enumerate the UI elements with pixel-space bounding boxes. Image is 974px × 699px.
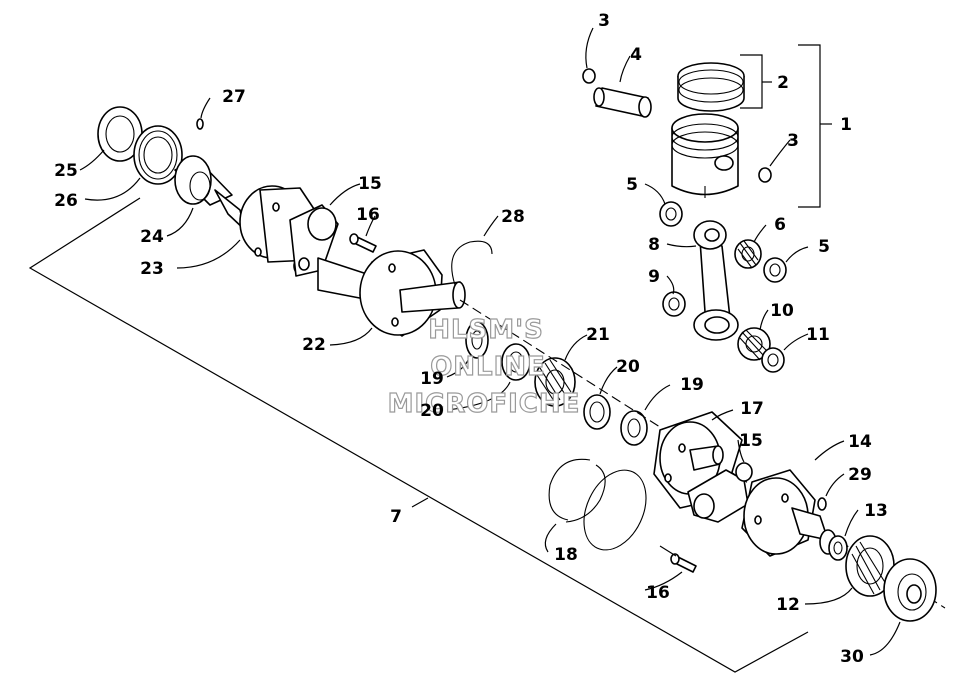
callout-11: 11 xyxy=(806,325,830,345)
callout-17: 17 xyxy=(740,399,764,419)
big-end-bearing xyxy=(737,327,771,361)
washer-20b xyxy=(583,394,611,430)
small-end-bearing xyxy=(734,239,762,269)
oil-seal-25 xyxy=(97,106,143,162)
key-29 xyxy=(817,497,827,511)
callout-29: 29 xyxy=(848,465,872,485)
callout-28: 28 xyxy=(501,207,525,227)
washer-19b xyxy=(620,410,648,446)
crank-web-15a xyxy=(289,204,339,277)
washer-13 xyxy=(828,535,848,561)
callout-7: 7 xyxy=(390,507,402,527)
callout-21: 21 xyxy=(586,325,610,345)
screw-16b xyxy=(659,545,697,573)
callout-4: 4 xyxy=(630,45,642,65)
callout-19-right: 19 xyxy=(680,375,704,395)
callout-18: 18 xyxy=(554,545,578,565)
callout-2: 2 xyxy=(777,73,789,93)
crank-end-24 xyxy=(174,118,233,206)
callout-12: 12 xyxy=(776,595,800,615)
flywheel-22 xyxy=(317,249,466,337)
washer-20a xyxy=(501,343,531,381)
callout-3-top: 3 xyxy=(598,11,610,31)
pin-circlips xyxy=(582,68,772,183)
callout-10: 10 xyxy=(770,301,794,321)
callout-30: 30 xyxy=(840,647,864,667)
callout-14: 14 xyxy=(848,432,872,452)
bearing-12 xyxy=(845,535,895,597)
piston-pin xyxy=(593,87,652,118)
callout-25: 25 xyxy=(54,161,78,181)
piston-group-brackets xyxy=(740,44,832,208)
watermark: HLSM'S ONLINE MICROFICHE xyxy=(387,314,581,419)
ring-18 xyxy=(548,458,647,551)
screw-16a xyxy=(349,233,377,253)
callout-16-top: 16 xyxy=(356,205,380,225)
callout-9: 9 xyxy=(648,267,660,287)
callout-22: 22 xyxy=(302,335,326,355)
bearing-26 xyxy=(133,125,183,185)
thrust-washers xyxy=(659,201,787,373)
gear-21 xyxy=(534,357,576,407)
snap-ring-28 xyxy=(451,240,493,286)
crank-web-15b xyxy=(687,462,753,523)
callout-19-left: 19 xyxy=(420,369,444,389)
watermark-line-3: MICROFICHE xyxy=(388,389,581,419)
oil-seal-30 xyxy=(883,558,937,622)
leader-lines xyxy=(79,27,901,656)
callouts: 1 2 3 3 4 5 5 6 7 8 9 10 11 12 13 14 15 … xyxy=(54,11,888,667)
callout-13: 13 xyxy=(864,501,888,521)
callout-20-left: 20 xyxy=(420,401,444,421)
callout-8: 8 xyxy=(648,235,660,255)
assembly-7-bracket xyxy=(28,197,809,673)
callout-24: 24 xyxy=(140,227,164,247)
callout-15-bottom: 15 xyxy=(739,431,763,451)
connecting-rod xyxy=(693,220,739,341)
callout-6: 6 xyxy=(774,215,786,235)
callout-15-top: 15 xyxy=(358,174,382,194)
callout-26: 26 xyxy=(54,191,78,211)
crankshaft-half-14 xyxy=(741,469,837,557)
callout-1: 1 xyxy=(840,115,852,135)
piston xyxy=(671,113,739,198)
watermark-line-1: HLSM'S xyxy=(428,315,544,345)
piston-ring xyxy=(677,62,745,112)
washer-19a xyxy=(465,321,489,359)
callout-27: 27 xyxy=(222,87,246,107)
watermark-line-2: ONLINE xyxy=(430,352,546,382)
callout-23: 23 xyxy=(140,259,164,279)
callout-20-right: 20 xyxy=(616,357,640,377)
callout-3-right: 3 xyxy=(787,131,799,151)
callout-16-bottom: 16 xyxy=(646,583,670,603)
callout-5-right: 5 xyxy=(818,237,830,257)
callout-5-left: 5 xyxy=(626,175,638,195)
